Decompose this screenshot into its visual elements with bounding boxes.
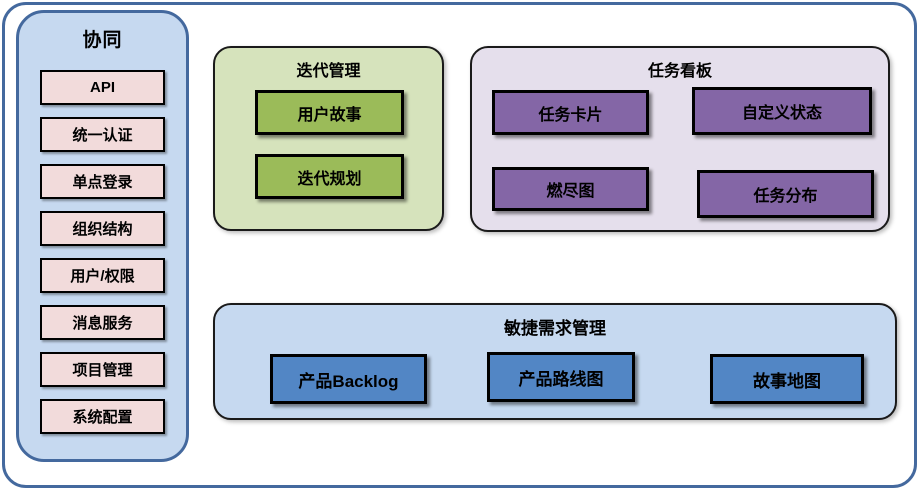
group-task-board-title: 任务看板 (647, 63, 712, 80)
sidebar-item-user-permission: 用户/权限 (40, 258, 165, 293)
sidebar-item-project-management: 项目管理 (40, 352, 165, 387)
sidebar-item-unified-auth: 统一认证 (40, 117, 165, 152)
sidebar-item-system-config: 系统配置 (40, 399, 165, 434)
item-product-backlog: 产品Backlog (270, 354, 427, 404)
sidebar-item-list: API 统一认证 单点登录 组织结构 用户/权限 消息服务 项目管理 系统配置 (40, 70, 165, 434)
item-iteration-planning: 迭代规划 (255, 154, 404, 199)
item-burndown-chart: 燃尽图 (492, 167, 649, 211)
group-agile-title: 敏捷需求管理 (504, 319, 606, 338)
sidebar-item-message-service: 消息服务 (40, 305, 165, 340)
item-story-map: 故事地图 (710, 354, 864, 404)
group-iteration-management: 迭代管理 用户故事 迭代规划 (213, 46, 444, 231)
item-user-story: 用户故事 (255, 90, 404, 135)
group-task-board: 任务看板 任务卡片 自定义状态 燃尽图 任务分布 (470, 46, 890, 232)
sidebar-item-sso: 单点登录 (40, 164, 165, 199)
group-iteration-title: 迭代管理 (296, 63, 361, 80)
sidebar-item-api: API (40, 70, 165, 105)
item-task-card: 任务卡片 (492, 90, 649, 135)
sidebar-item-org-structure: 组织结构 (40, 211, 165, 246)
item-task-distribution: 任务分布 (697, 170, 874, 218)
group-agile-requirements: 敏捷需求管理 产品Backlog 产品路线图 故事地图 (213, 303, 897, 420)
item-product-roadmap: 产品路线图 (487, 352, 635, 402)
sidebar-collaboration-panel: 协同 API 统一认证 单点登录 组织结构 用户/权限 消息服务 项目管理 系统… (16, 10, 189, 462)
item-custom-status: 自定义状态 (692, 87, 872, 135)
sidebar-title: 协同 (82, 30, 123, 51)
